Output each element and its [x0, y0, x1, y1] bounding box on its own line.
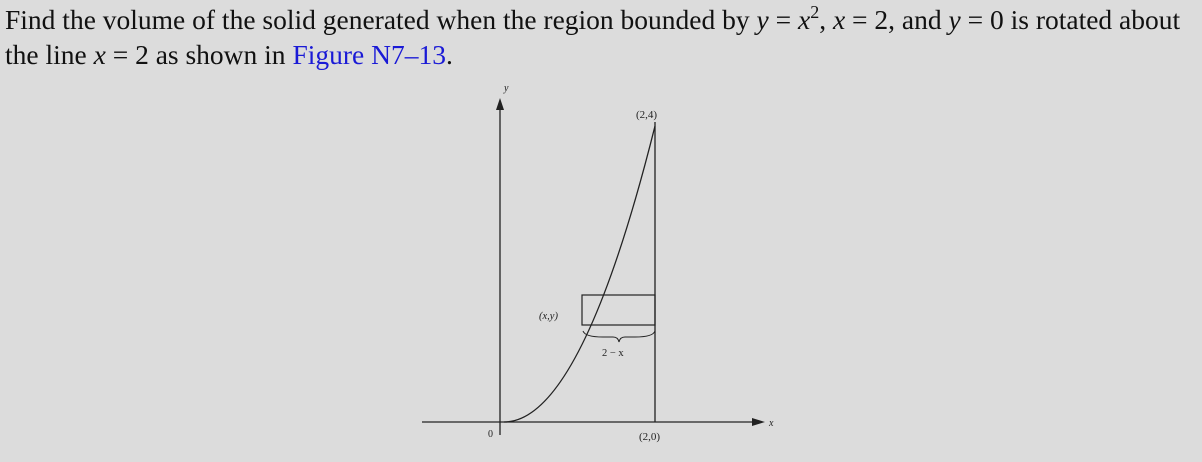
- problem-intro: Find the volume of the solid generated w…: [5, 4, 757, 35]
- equation-1-variable: y: [756, 4, 769, 35]
- slice-rectangle: [581, 294, 656, 326]
- equation-1-base: x: [797, 4, 811, 35]
- figure-n7-13: y x 0 (2,4) (2,0) (x,y) 2 − x: [420, 80, 780, 460]
- point-2-4-label: (2,4): [636, 109, 657, 121]
- equation-1-exponent: 2: [810, 2, 820, 22]
- equation-4-variable: x: [93, 39, 106, 70]
- equation-4-rest: = 2 as shown in: [105, 39, 293, 70]
- x-axis-label: x: [768, 418, 774, 429]
- period: .: [445, 39, 453, 70]
- x-axis-arrow: [752, 418, 765, 426]
- equation-3-variable: y: [948, 4, 961, 35]
- width-label: 2 − x: [602, 348, 624, 359]
- y-axis-label: y: [503, 83, 509, 94]
- figure-link[interactable]: Figure N7–13: [292, 39, 446, 70]
- y-axis-arrow: [496, 98, 504, 110]
- separator: ,: [819, 4, 833, 35]
- equation-2-rest: = 2, and: [845, 4, 949, 35]
- equation-3-rest: = 0 is rotated about the line: [5, 4, 1181, 70]
- equation-2-variable: x: [832, 4, 846, 35]
- figure-svg: y x 0 (2,4) (2,0) (x,y) 2 − x: [422, 83, 774, 443]
- parabola-curve: [503, 125, 656, 423]
- origin-label: 0: [488, 429, 493, 440]
- point-x-y-label: (x,y): [539, 311, 558, 322]
- point-2-0-label: (2,0): [639, 431, 660, 443]
- equation-1-relation: =: [768, 4, 798, 35]
- problem-statement: Find the volume of the solid generated w…: [5, 2, 1200, 72]
- width-brace: [582, 330, 656, 343]
